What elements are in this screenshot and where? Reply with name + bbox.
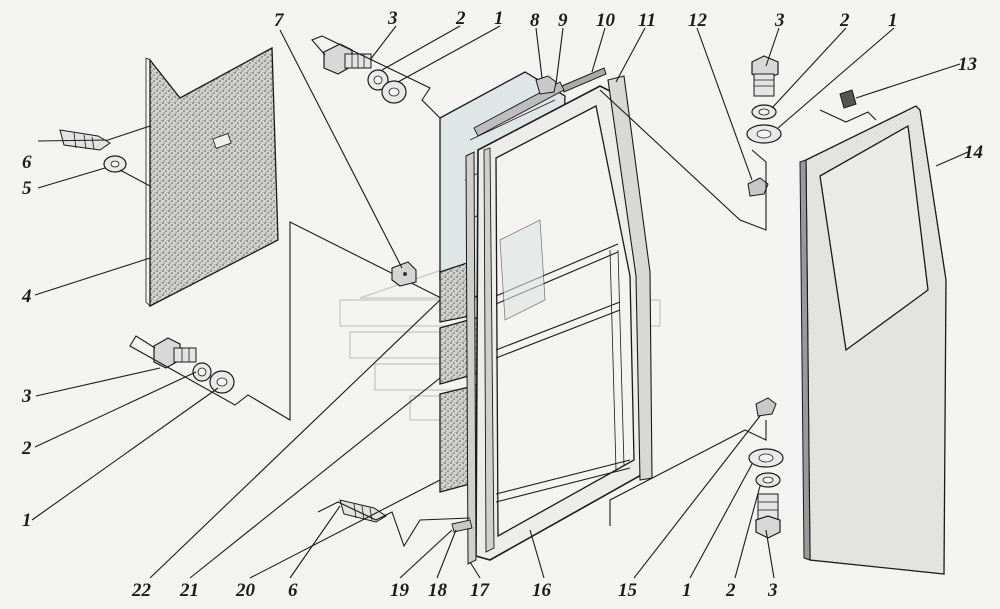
label-1-bottom: 1 [682,580,692,601]
label-19: 19 [390,580,410,601]
washer-top-left [103,155,127,173]
label-2-mid: 2 [21,438,32,459]
seal-strips [451,67,653,565]
label-1-right: 1 [888,10,898,31]
label-17: 17 [470,580,491,601]
label-10: 10 [596,10,616,31]
clip-12 [747,177,769,197]
label-1-top: 1 [494,8,504,29]
label-3-right: 3 [774,10,785,31]
label-3-mid: 3 [21,386,32,407]
bolt-set-right-top [599,55,782,231]
label-6-top: 6 [22,152,32,173]
label-22: 22 [131,580,152,601]
part-labels: 3 2 1 7 8 9 10 11 12 3 2 1 13 14 6 5 4 3… [21,8,983,601]
label-1-mid: 1 [22,510,32,531]
label-18: 18 [428,580,448,601]
label-3-top: 3 [387,8,398,29]
label-13: 13 [958,54,977,75]
label-8: 8 [530,10,540,31]
insulation-panel [145,46,279,308]
bolt-set-top [311,35,441,119]
leader-lines [31,25,969,579]
label-12: 12 [688,10,708,31]
outer-door-skin [799,105,947,575]
clip-7 [391,261,417,287]
clip-13 [839,89,857,109]
bolt-set-middle [129,221,446,421]
label-9: 9 [558,10,568,31]
label-4: 4 [21,286,32,307]
label-11: 11 [638,10,656,31]
clip-8 [535,75,557,95]
clip-15 [755,397,777,417]
label-3-bottom: 3 [767,580,778,601]
label-2-right: 2 [839,10,850,31]
label-15: 15 [618,580,638,601]
label-5: 5 [22,178,32,199]
label-14: 14 [964,142,983,163]
bolt-set-right-bottom [609,420,784,539]
label-20: 20 [235,580,256,601]
label-2-top: 2 [455,8,466,29]
label-2-bottom: 2 [725,580,736,601]
label-7: 7 [274,10,285,31]
screw-bottom [317,499,471,548]
label-16: 16 [532,580,552,601]
label-6-bottom: 6 [288,580,298,601]
label-21: 21 [179,580,199,601]
